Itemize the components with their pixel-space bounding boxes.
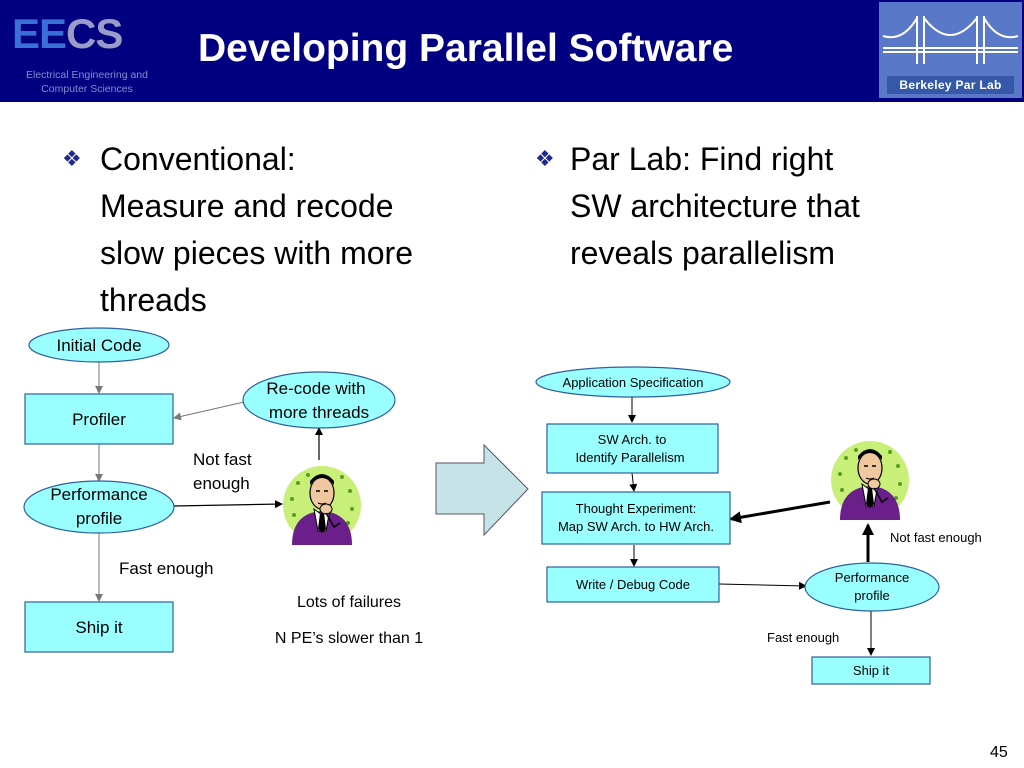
node-performance-profile-right (804, 562, 940, 612)
node-initial-code-label: Initial Code (56, 336, 141, 355)
left-flow-diagram: Initial Code Profiler Performance profil… (23, 327, 423, 653)
diamond-bullet-icon: ❖ (535, 146, 555, 171)
eecs-logo: EECS Electrical Engineering and Computer… (12, 10, 162, 95)
node-thought-experiment (541, 491, 731, 545)
label-not-fast: enough (193, 474, 250, 493)
bridge-icon (882, 16, 1019, 64)
diamond-bullet-icon: ❖ (62, 146, 82, 171)
node-perf-right-label: profile (854, 588, 889, 603)
node-sw-arch-label: SW Arch. to (598, 432, 667, 447)
right-bullet-text: Par Lab: Find right SW architecture that… (570, 136, 970, 277)
right-arrow-icon (435, 443, 529, 537)
node-recode-label: more threads (269, 403, 369, 422)
node-profiler (24, 393, 174, 445)
left-bullet-line: slow pieces with more (100, 235, 413, 271)
label-n-pe-slower: N PE’s slower than 1 (275, 630, 423, 647)
node-performance-label: Performance (50, 485, 147, 504)
node-thought-label: Map SW Arch. to HW Arch. (558, 519, 714, 534)
label-not-fast: Not fast (193, 450, 252, 469)
left-bullet-text: Conventional: Measure and recode slow pi… (100, 136, 520, 324)
node-ship-it-right-label: Ship it (853, 663, 890, 678)
node-thought-label: Thought Experiment: (576, 501, 697, 516)
node-app-spec-label: Application Specification (563, 375, 704, 390)
node-ship-it-right (811, 656, 931, 685)
arrow (173, 401, 245, 421)
node-ship-it (24, 601, 174, 653)
node-application-specification (535, 366, 731, 398)
left-bullet-line: threads (100, 282, 207, 318)
arrow (629, 472, 638, 492)
node-profiler-label: Profiler (72, 410, 126, 429)
right-bullet-line: Par Lab: Find right (570, 141, 834, 177)
arrow (729, 500, 831, 524)
right-flow-diagram: Application Specification SW Arch. to Id… (535, 366, 982, 685)
page-number: 45 (990, 744, 1008, 761)
label-lots-of-failures: Lots of failures (297, 594, 401, 611)
node-performance-label: profile (76, 509, 122, 528)
right-bullet-line: reveals parallelism (570, 235, 835, 271)
label-not-fast-enough-right: Not fast enough (890, 530, 982, 545)
node-write-debug (546, 566, 720, 603)
node-write-debug-label: Write / Debug Code (576, 577, 690, 592)
node-recode-label: Re-code with (266, 379, 365, 398)
node-initial-code (28, 327, 170, 363)
right-bullet-line: SW architecture that (570, 188, 860, 224)
parlab-name: Berkeley Par Lab (887, 76, 1014, 94)
node-recode (242, 371, 396, 429)
slide-title: Developing Parallel Software (198, 27, 734, 70)
left-bullet-line: Conventional: (100, 141, 296, 177)
logo-cs: CS (66, 10, 123, 57)
node-ship-it-label: Ship it (75, 618, 123, 637)
arrow (173, 500, 283, 509)
eecs-logo-subtitle: Electrical Engineering and Computer Scie… (12, 68, 162, 96)
arrow (718, 581, 807, 590)
node-perf-right-label: Performance (835, 570, 909, 585)
thinking-man-icon (830, 440, 910, 521)
slide-header: EECS Electrical Engineering and Computer… (0, 0, 1024, 102)
node-sw-arch-label: Identify Parallelism (575, 450, 684, 465)
logo-sub-line2: Computer Sciences (41, 83, 133, 95)
label-fast-enough: Fast enough (119, 559, 214, 578)
label-fast-enough-right: Fast enough (767, 630, 839, 645)
left-bullet-line: Measure and recode (100, 188, 394, 224)
thinking-man-icon (282, 465, 362, 546)
logo-ee: EE (12, 10, 67, 57)
node-sw-arch (546, 423, 719, 474)
logo-sub-line1: Electrical Engineering and (26, 69, 148, 81)
eecs-logo-letters: EECS (12, 10, 123, 58)
parlab-logo: Berkeley Par Lab (879, 2, 1022, 98)
node-performance-profile (23, 480, 175, 534)
